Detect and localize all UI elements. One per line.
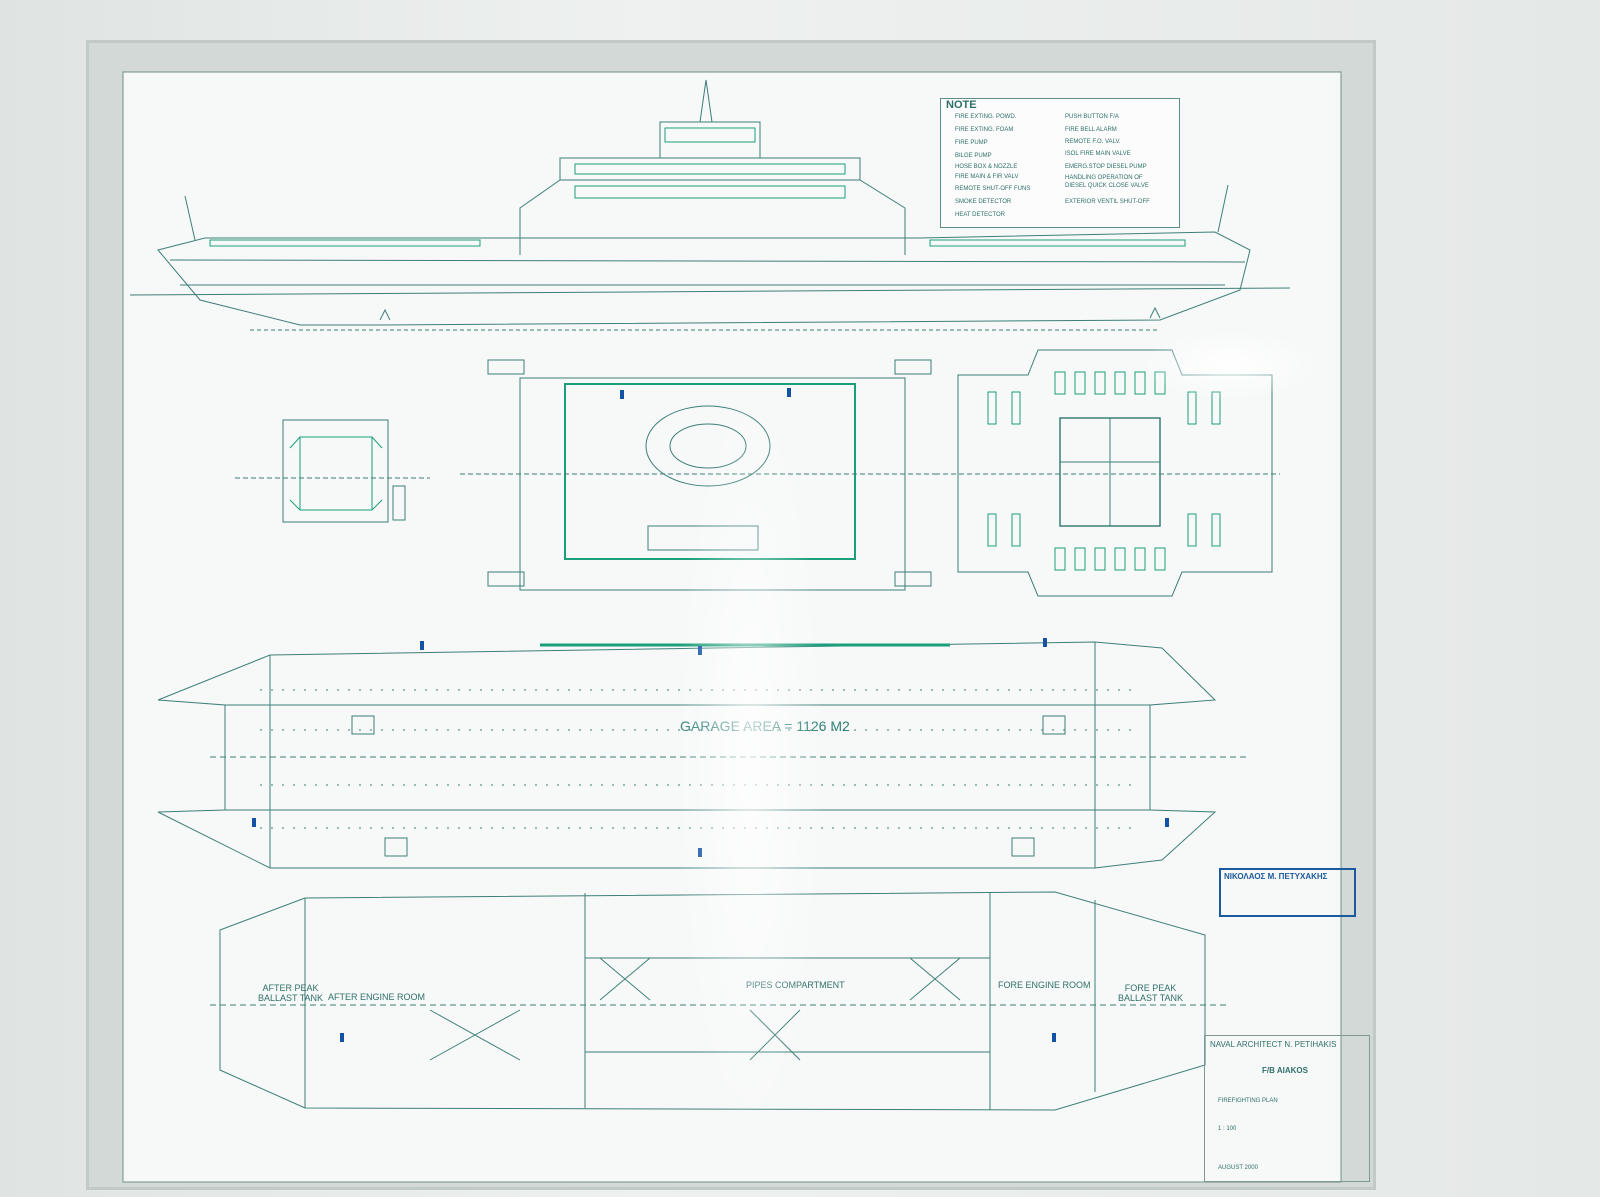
legend-item: FIRE EXTING. FOAM xyxy=(955,127,1014,133)
stamp-name: ΝΙΚΟΛΑΟΣ Μ. ΠΕΤΥΧΑΚΗΣ xyxy=(1224,872,1328,881)
legend-item: PUSH BUTTON F/A xyxy=(1065,114,1119,120)
legend-item: HOSE BOX & NOZZLE xyxy=(955,164,1018,170)
legend-item: EMERG.STOP DIESEL PUMP xyxy=(1065,164,1147,170)
legend-item: FIRE BELL ALARM xyxy=(1065,127,1117,133)
after-peak-label: AFTER PEAK BALLAST TANK xyxy=(258,983,323,1003)
legend-title: NOTE xyxy=(946,99,977,111)
legend-item: BILGE PUMP xyxy=(955,153,992,159)
architect-stamp xyxy=(1219,868,1356,917)
tank-top-plan xyxy=(210,891,1230,1111)
fore-peak-label: FORE PEAK BALLAST TANK xyxy=(1118,983,1183,1003)
legend-item: DIESEL QUICK CLOSE VALVE xyxy=(1065,183,1149,189)
pipes-compartment-label: PIPES COMPARTMENT xyxy=(746,980,845,990)
wheelhouse-top-plan xyxy=(235,419,430,523)
legend-item: FIRE MAIN & FIR VALV xyxy=(955,174,1019,180)
legend-item: EXTERIOR VENTIL SHUT-OFF xyxy=(1065,199,1150,205)
legend-item: HEAT DETECTOR xyxy=(955,212,1006,218)
after-peak-line: AFTER PEAK xyxy=(262,983,319,993)
legend-item: REMOTE F.O. VALV. xyxy=(1065,139,1121,145)
legend-item: FIRE EXTING. POWD. xyxy=(955,114,1017,120)
vessel-name: F/B AIAKOS xyxy=(1262,1066,1308,1075)
plan-date: AUGUST 2000 xyxy=(1218,1165,1258,1171)
garage-deck-plan xyxy=(157,641,1250,869)
side-elevation xyxy=(129,79,1291,331)
legend-item: SMOKE DETECTOR xyxy=(955,199,1012,205)
title-block xyxy=(1204,1035,1370,1182)
legend-box xyxy=(940,98,1180,228)
sheet-border xyxy=(122,71,1342,1183)
architect-name: NAVAL ARCHITECT N. PETIHAKIS xyxy=(1210,1040,1337,1049)
plan-name: FIREFIGHTING PLAN xyxy=(1218,1098,1278,1104)
legend-item: HANDLING OPERATION OF xyxy=(1065,175,1143,181)
legend-item: FIRE PUMP xyxy=(955,140,988,146)
bridge-deck-plan xyxy=(935,349,1280,597)
plan-scale: 1 : 100 xyxy=(1218,1126,1237,1132)
fore-engine-room-label: FORE ENGINE ROOM xyxy=(998,980,1091,990)
saloon-deck-plan xyxy=(460,359,940,591)
fore-peak-line: FORE PEAK xyxy=(1124,983,1177,993)
after-peak-line: BALLAST TANK xyxy=(258,993,324,1003)
legend-item: ISOL FIRE MAIN VALVE xyxy=(1065,151,1131,157)
after-engine-room-label: AFTER ENGINE ROOM xyxy=(328,992,426,1002)
legend-item: REMOTE SHUT-OFF FUNS xyxy=(955,186,1031,192)
fore-peak-line: BALLAST TANK xyxy=(1118,993,1184,1003)
garage-area-label: GARAGE AREA = 1126 M2 xyxy=(680,718,850,734)
